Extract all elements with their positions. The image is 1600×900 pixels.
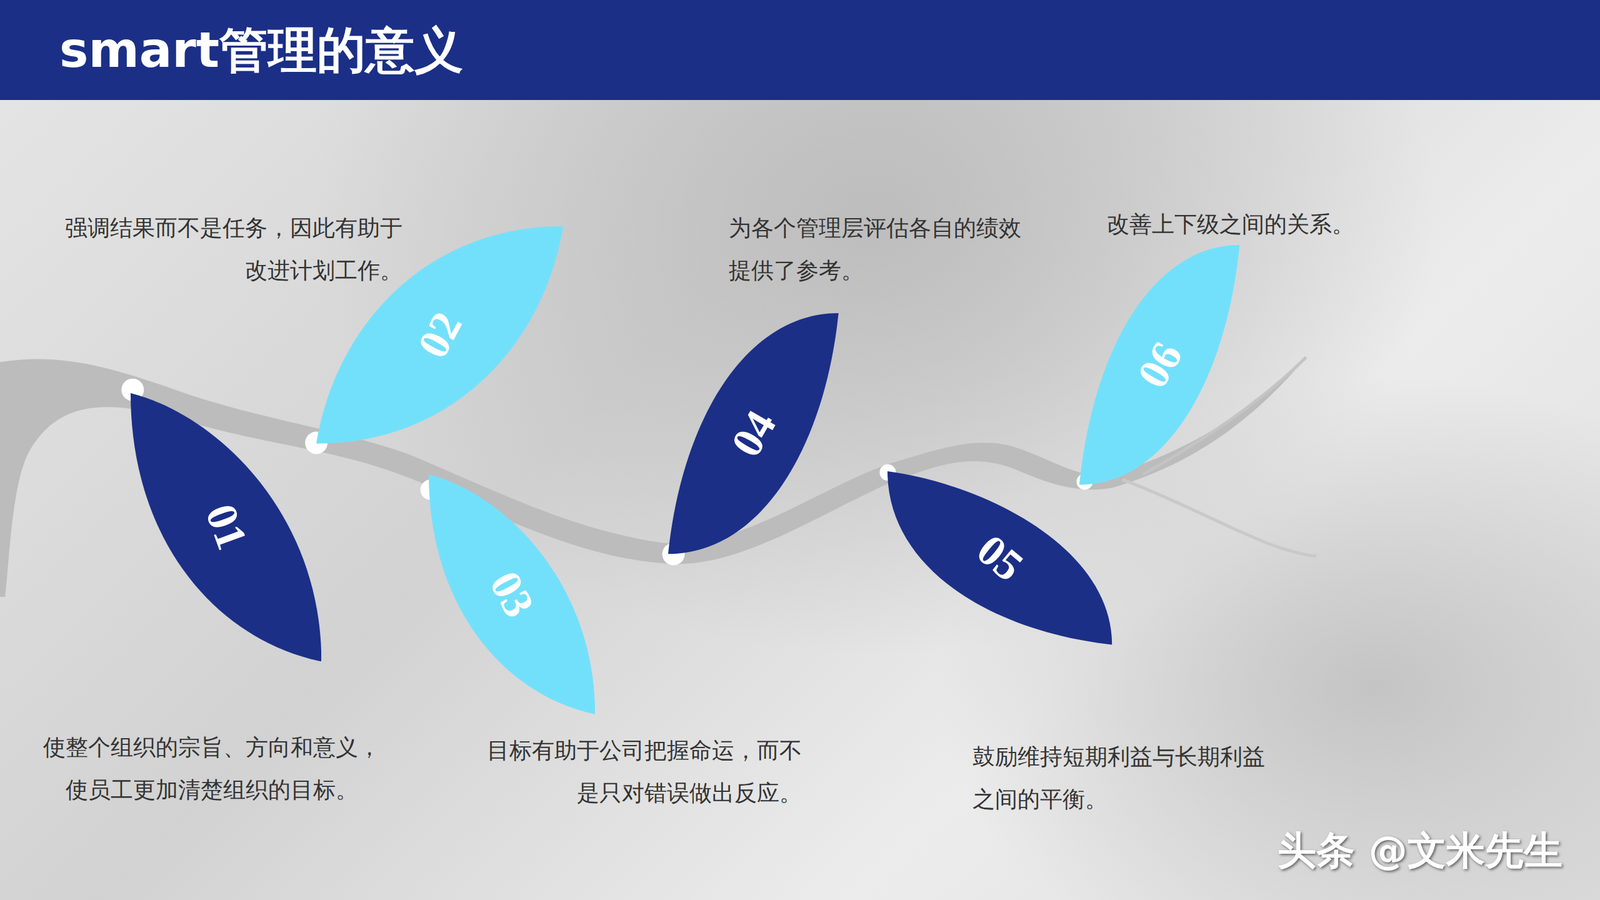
watermark: 头条 @文米先生 [1277,824,1563,877]
description-text: 使整个组织的宗旨、方向和意义，使员工更加清楚组织的目标。 [36,726,387,812]
description-text: 鼓励维持短期利益与长期利益之间的平衡。 [972,735,1279,821]
description-text: 改善上下级之间的关系。 [1106,203,1432,246]
leaf-node: 01 [130,393,322,662]
leaf-node: 04 [668,313,839,554]
twig [1122,479,1317,556]
leaf-node: 06 [1079,245,1240,485]
description-text: 强调结果而不是任务，因此有助于改进计划工作。 [65,206,403,292]
slide-title: smart管理的意义 [59,18,464,82]
description-text: 为各个管理层评估各自的绩效提供了参考。 [728,206,1035,292]
description-text: 目标有助于公司把握命运，而不是只对错误做出反应。 [473,729,802,815]
leaf-node: 03 [428,474,595,715]
leaf-node: 05 [887,471,1112,645]
